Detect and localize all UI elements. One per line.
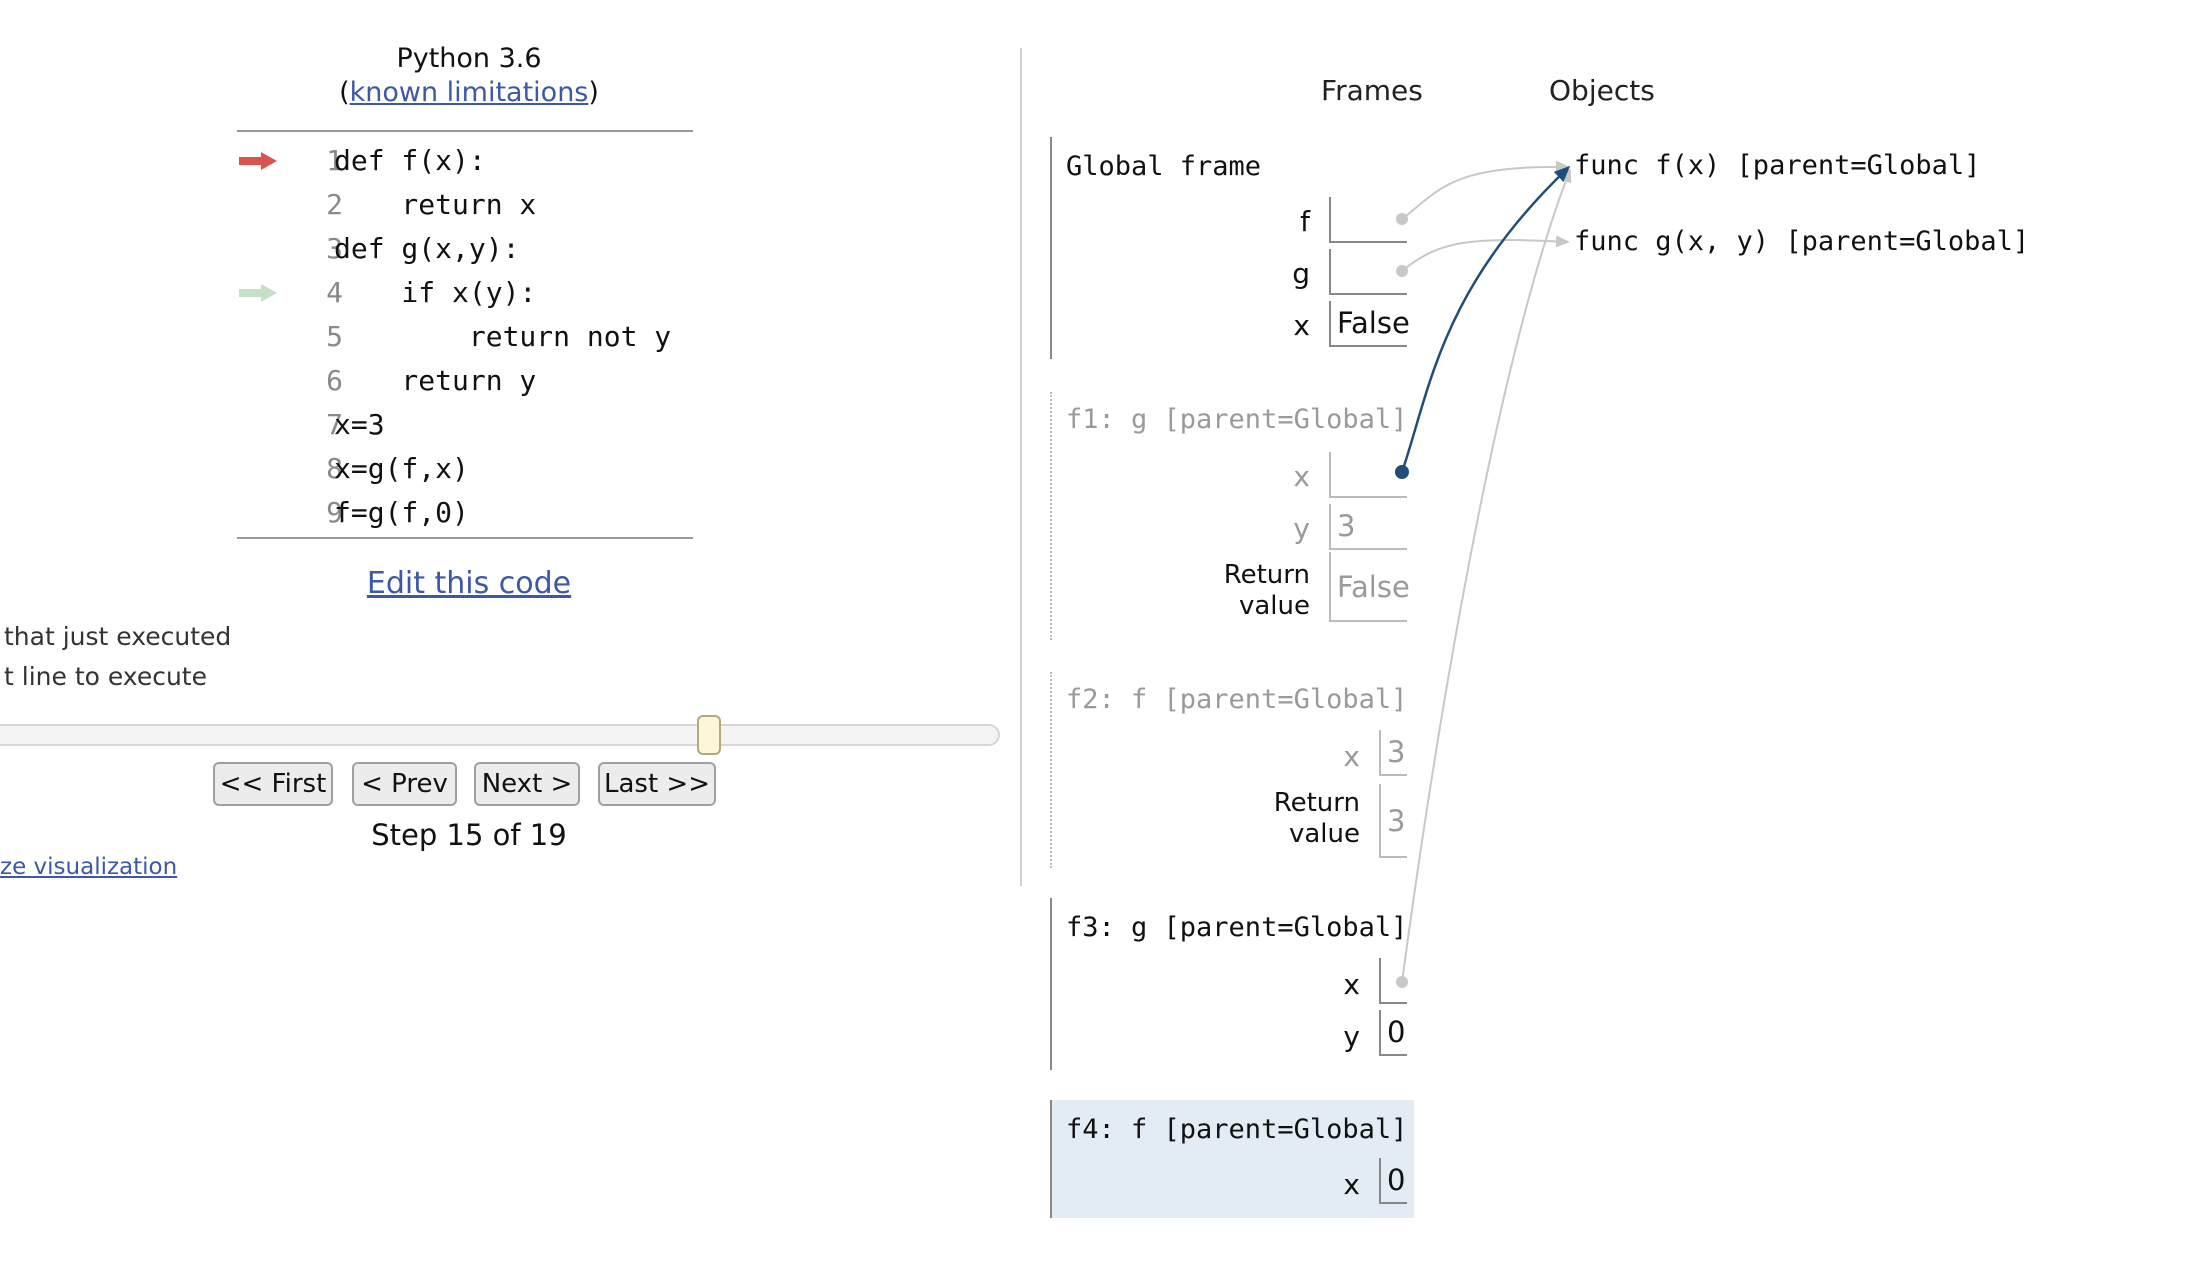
pane-divider [1020,48,1022,886]
customize-visualization-link[interactable]: ze visualization [0,854,178,880]
frames-header: Frames [1321,74,1423,107]
frame-title: Global frame [1066,151,1262,182]
next-button[interactable]: Next > [474,762,580,806]
step-counter: Step 15 of 19 [371,818,567,852]
var-name-x: x [1293,460,1310,493]
line-number: 7 [326,408,343,441]
frame-title: f2: f [parent=Global] [1066,684,1408,715]
edit-code-area: Edit this code [237,566,701,601]
return-label-line2: value [1288,819,1360,849]
paren-close: ) [588,77,599,108]
line-source: x=3 [334,408,385,441]
limitations-line: (known limitations) [237,76,701,110]
paren-open: ( [339,77,350,108]
step-slider-track[interactable] [0,724,1000,746]
step-slider-handle[interactable] [697,715,721,755]
code-line-7: 7 x=3 [237,403,697,447]
code-line-4: 4 if x(y): [237,271,697,315]
language-label: Python 3.6 [396,43,542,74]
line-number: 4 [326,276,343,309]
line-number: 3 [326,232,343,265]
var-value-x [1329,452,1407,498]
known-limitations-link[interactable]: known limitations [349,77,589,108]
line-source: if x(y): [334,276,537,309]
return-value-label: Return value [1202,560,1310,622]
return-value: False [1329,552,1410,622]
frame-title: f3: g [parent=Global] [1066,912,1408,943]
code-line-3: 3 def g(x,y): [237,227,697,271]
prev-button[interactable]: < Prev [352,762,457,806]
legend-just-executed: that just executed [4,622,232,651]
code-line-5: 5 return not y [237,315,697,359]
frame-f3: f3: g [parent=Global] x y 0 [1050,898,1410,1070]
var-name-g: g [1292,257,1310,290]
var-value-x: 0 [1379,1158,1407,1204]
frame-f4-current: f4: f [parent=Global] x 0 [1050,1100,1414,1218]
pointer-f1-x [1395,165,1571,479]
var-value-x [1379,958,1407,1004]
return-label-line1: Return [1223,560,1310,590]
var-value-g [1329,249,1407,295]
line-number: 2 [326,188,343,221]
line-number: 5 [326,320,343,353]
frame-title: f4: f [parent=Global] [1066,1114,1408,1145]
var-name-f: f [1300,205,1310,238]
language-header: Python 3.6 (known limitations) [237,42,701,110]
return-value-label: Return value [1252,788,1360,850]
line-source: def f(x): [334,144,486,177]
var-name-x: x [1343,968,1360,1001]
object-func-g: func g(x, y) [parent=Global] [1574,226,2030,257]
return-label-line2: value [1238,591,1310,621]
code-line-8: 8 x=g(f,x) [237,447,697,491]
frame-title: f1: g [parent=Global] [1066,404,1408,435]
line-number: 1 [326,144,343,177]
pointer-global-g [1396,235,1570,277]
line-source: return y [334,364,537,397]
line-number: 8 [326,452,343,485]
code-line-1: 1 def f(x): [237,139,697,183]
line-number: 6 [326,364,343,397]
return-value: 3 [1379,784,1407,858]
code-line-9: 9 f=g(f,0) [237,491,697,535]
just-executed-arrow-icon [239,152,277,170]
object-func-f: func f(x) [parent=Global] [1574,150,1981,181]
line-source: x=g(f,x) [334,452,469,485]
var-name-y: y [1293,512,1310,545]
pointer-global-f [1396,160,1570,225]
line-number: 9 [326,496,343,529]
var-value-x: False [1329,301,1410,347]
var-value-y: 3 [1329,504,1407,550]
var-name-y: y [1343,1020,1360,1053]
global-frame: Global frame f g x False [1050,137,1410,359]
frame-f2: f2: f [parent=Global] x 3 Return value 3 [1050,672,1410,868]
line-source: def g(x,y): [334,232,520,265]
var-name-x: x [1293,309,1310,342]
edit-code-link[interactable]: Edit this code [366,566,572,601]
var-value-x: 3 [1379,730,1407,776]
line-source: return x [334,188,537,221]
code-line-2: 2 return x [237,183,697,227]
pointer-f3-x [1396,168,1572,988]
return-label-line1: Return [1273,788,1360,818]
var-value-y: 0 [1379,1010,1407,1056]
var-value-f [1329,197,1407,243]
next-line-arrow-icon [239,284,277,302]
var-name-x: x [1343,1168,1360,1201]
code-bottom-rule [237,537,693,539]
var-name-x: x [1343,740,1360,773]
code-top-rule [237,130,693,132]
frame-f1: f1: g [parent=Global] x y 3 Return value… [1050,392,1410,640]
legend-next-line: t line to execute [4,662,207,691]
line-source: f=g(f,0) [334,496,469,529]
last-button[interactable]: Last >> [598,762,716,806]
line-source: return not y [334,320,672,353]
code-line-6: 6 return y [237,359,697,403]
objects-header: Objects [1549,74,1655,107]
first-button[interactable]: << First [213,762,333,806]
